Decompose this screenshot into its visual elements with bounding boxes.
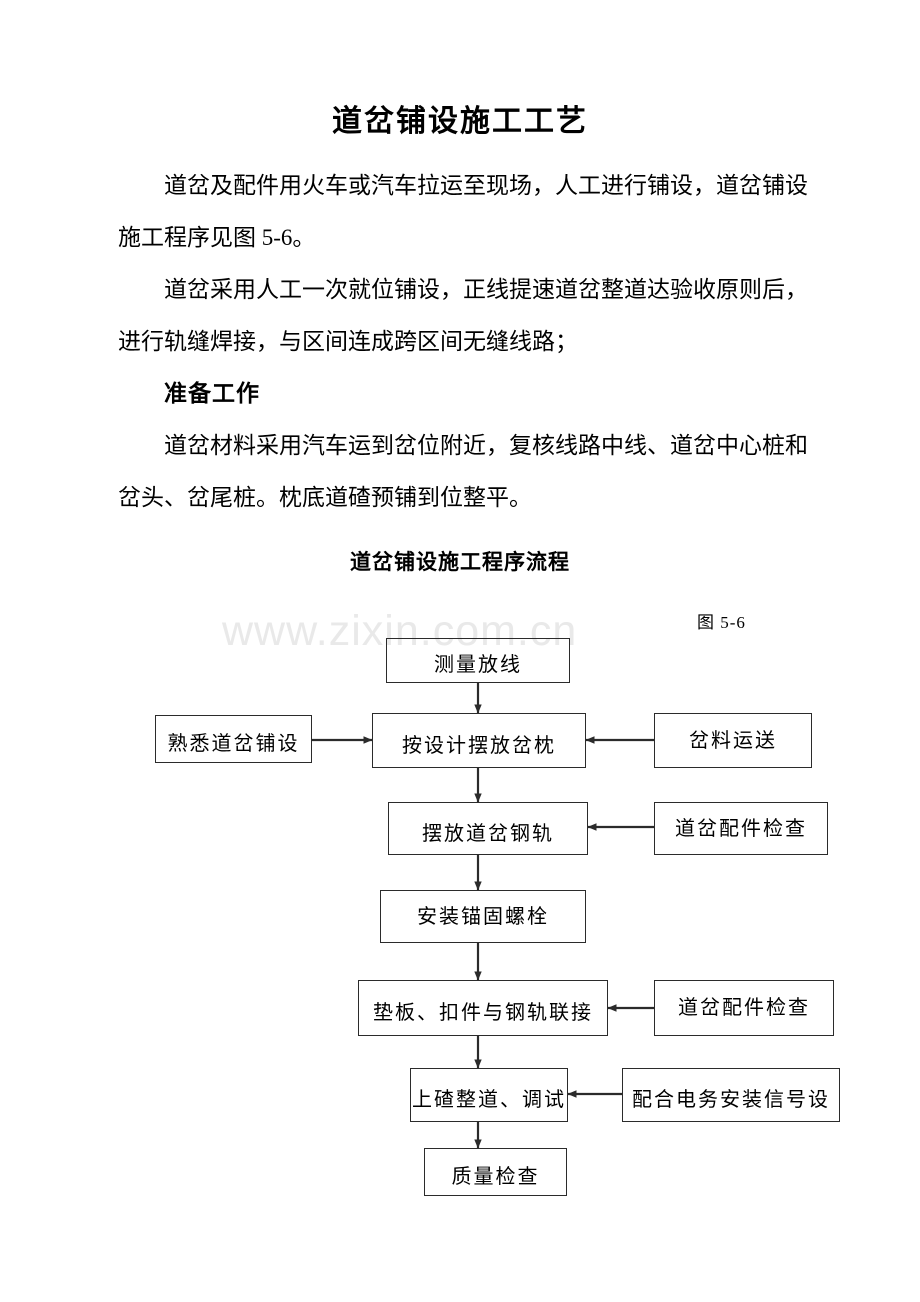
node-parts-check-1-label: 道岔配件检查 [675,817,807,840]
node-place-rails-label: 摆放道岔钢轨 [422,822,554,845]
body-text-block: 道岔及配件用火车或汽车拉运至现场，人工进行铺设，道岔铺设施工程序见图 5-6。 … [118,160,808,524]
node-ballast-tamping: 上碴整道、调试 [410,1068,568,1122]
paragraph-1: 道岔及配件用火车或汽车拉运至现场，人工进行铺设，道岔铺设施工程序见图 5-6。 [118,173,808,250]
page-title: 道岔铺设施工工艺 [332,105,588,138]
figure-label: 图 5-6 [697,613,746,632]
node-place-sleepers-label: 按设计摆放岔枕 [402,734,556,757]
node-plate-fastener-label: 垫板、扣件与钢轨联接 [373,1002,593,1025]
node-signal-equipment: 配合电务安装信号设 [622,1068,840,1122]
node-anchor-bolts-label: 安装锚固螺栓 [417,905,549,928]
node-quality-check: 质量检查 [424,1148,567,1196]
node-anchor-bolts: 安装锚固螺栓 [380,890,586,943]
paragraph-2: 道岔采用人工一次就位铺设，正线提速道岔整道达验收原则后，进行轨缝焊接，与区间连成… [118,277,808,354]
node-parts-check-2-label: 道岔配件检查 [678,997,810,1019]
flowchart-title: 道岔铺设施工程序流程 [350,550,570,574]
node-parts-check-2: 道岔配件检查 [654,980,834,1036]
node-place-sleepers: 按设计摆放岔枕 [372,713,586,768]
node-plate-fastener: 垫板、扣件与钢轨联接 [358,980,608,1036]
node-familiarize-label: 熟悉道岔铺设 [167,732,300,755]
node-signal-equipment-label: 配合电务安装信号设 [632,1089,830,1112]
node-place-rails: 摆放道岔钢轨 [388,802,588,855]
node-quality-check-label: 质量检查 [451,1165,540,1188]
node-survey: 测量放线 [386,638,570,683]
node-familiarize: 熟悉道岔铺设 [155,715,312,763]
node-parts-check-1: 道岔配件检查 [654,802,828,855]
subheading-preparation: 准备工作 [164,381,260,406]
node-survey-label: 测量放线 [434,653,522,676]
node-material-transport-label: 岔料运送 [689,729,777,752]
paragraph-3: 道岔材料采用汽车运到岔位附近，复核线路中线、道岔中心桩和岔头、岔尾桩。枕底道碴预… [118,433,808,510]
node-ballast-tamping-label: 上碴整道、调试 [412,1089,566,1112]
node-material-transport: 岔料运送 [654,713,812,768]
